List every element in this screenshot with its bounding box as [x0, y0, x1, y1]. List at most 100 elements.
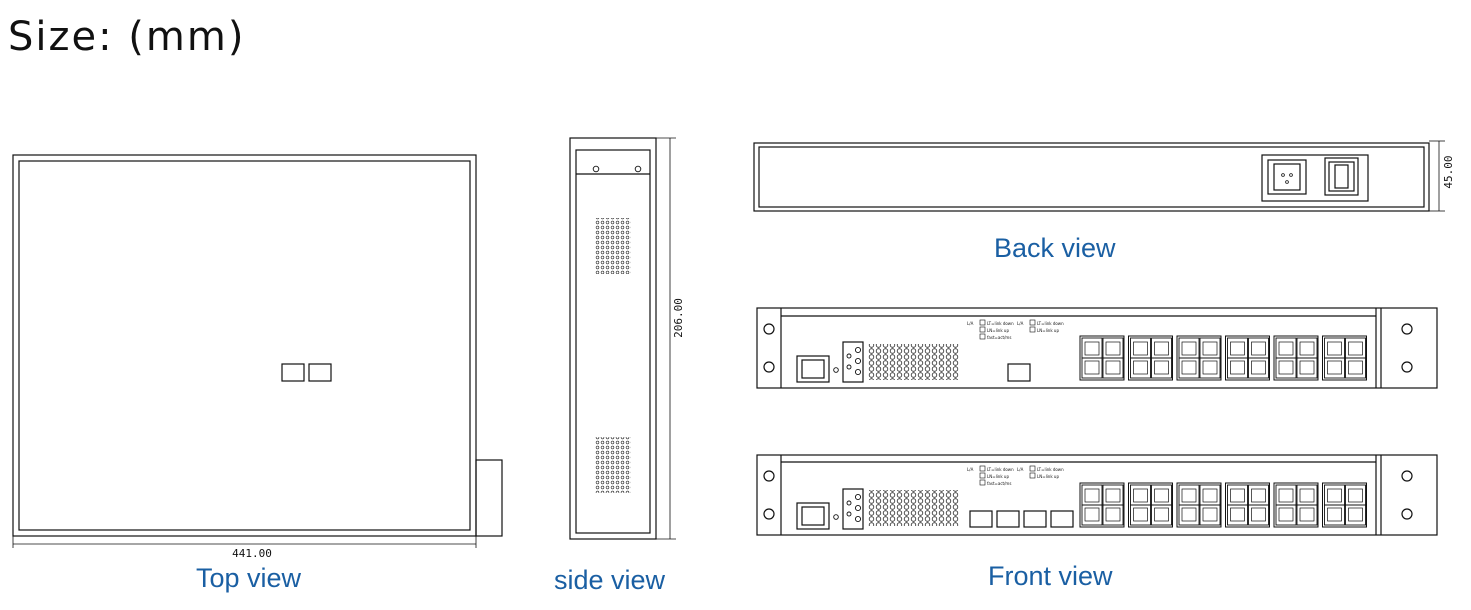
rj45-port-socket	[1278, 341, 1294, 356]
rj45-port-group	[1176, 335, 1222, 381]
front-view-caption: Front view	[988, 561, 1113, 591]
rj45-port-socket	[1133, 360, 1148, 375]
rj45-port	[1296, 504, 1318, 526]
rj45-port	[1248, 357, 1269, 379]
front-view-lower-drawing	[756, 454, 1438, 536]
rj45-port	[1102, 504, 1124, 526]
rj45-port-socket	[1084, 507, 1100, 522]
rj45-port-socket	[1154, 507, 1169, 522]
rj45-port-socket	[1105, 507, 1121, 522]
rj45-port-group	[1273, 482, 1319, 528]
rj45-port-socket	[1299, 507, 1315, 522]
rj45-port	[1275, 504, 1297, 526]
side-view-caption: side view	[554, 565, 666, 595]
rj45-port-socket	[1133, 341, 1148, 356]
rj45-port-socket	[1105, 488, 1121, 503]
rj45-port-group	[1273, 335, 1319, 381]
rj45-port	[1130, 504, 1151, 526]
rj45-port-socket	[1251, 341, 1266, 356]
rj45-port	[1130, 357, 1151, 379]
rj45-port-socket	[1105, 360, 1121, 375]
rj45-port	[1324, 504, 1345, 526]
rj45-port-group	[1322, 482, 1367, 528]
front-lower-led-legend: L/A LT=link down LN=link up fast=act/ms …	[967, 465, 1064, 486]
rj45-port-socket	[1251, 488, 1266, 503]
svg-text:LT=link down: LT=link down	[987, 467, 1014, 472]
rj45-port	[1275, 357, 1297, 379]
rj45-port-socket	[1202, 507, 1218, 522]
front-upper-led-legend: L/A LT=link down LN=link up fast=act/ms …	[967, 319, 1064, 340]
rj45-port-socket	[1181, 360, 1197, 375]
rj45-port-socket	[1348, 360, 1363, 375]
rj45-port-socket	[1327, 360, 1342, 375]
rj45-port-socket	[1202, 488, 1218, 503]
side-vent-upper	[595, 218, 631, 274]
rj45-port-socket	[1181, 341, 1197, 356]
rj45-port-group	[1128, 482, 1173, 528]
svg-text:LN=link up: LN=link up	[1037, 474, 1059, 479]
side-depth-dimension: 206.00	[672, 298, 685, 338]
rj45-port-socket	[1202, 360, 1218, 375]
rj45-port	[1102, 357, 1124, 379]
svg-text:LN=link up: LN=link up	[987, 328, 1009, 333]
svg-text:LT=link down: LT=link down	[1037, 467, 1064, 472]
rj45-port-socket	[1278, 507, 1294, 522]
rj45-port-socket	[1133, 507, 1148, 522]
top-view-caption: Top view	[196, 563, 302, 593]
rj45-port-socket	[1299, 488, 1315, 503]
rj45-port-socket	[1278, 488, 1294, 503]
svg-text:LT=link down: LT=link down	[987, 321, 1014, 326]
rj45-port	[1296, 357, 1318, 379]
rj45-port-group	[1322, 335, 1367, 381]
rj45-port-socket	[1084, 360, 1100, 375]
rj45-port-socket	[1084, 488, 1100, 503]
rj45-port-socket	[1327, 488, 1342, 503]
rj45-port	[1151, 504, 1172, 526]
rj45-port	[1199, 504, 1221, 526]
rj45-port-socket	[1299, 360, 1315, 375]
rj45-port	[1345, 504, 1366, 526]
back-view-drawing	[753, 140, 1445, 212]
rj45-port-socket	[1154, 360, 1169, 375]
rj45-port-socket	[1230, 360, 1245, 375]
svg-text:L/A: L/A	[1017, 321, 1024, 326]
rj45-port-group	[1079, 335, 1125, 381]
rj45-port-socket	[1278, 360, 1294, 375]
svg-text:LN=link up: LN=link up	[1037, 328, 1059, 333]
rj45-port-socket	[1327, 341, 1342, 356]
page-title: Size: (mm)	[8, 14, 246, 60]
rj45-port	[1227, 357, 1248, 379]
rj45-port-socket	[1251, 507, 1266, 522]
rj45-port	[1178, 504, 1200, 526]
rj45-port-socket	[1230, 341, 1245, 356]
front-upper-vent-holes	[868, 344, 959, 380]
rj45-port-group	[1225, 482, 1270, 528]
rj45-port	[1081, 357, 1103, 379]
rj45-port-socket	[1230, 507, 1245, 522]
rj45-port-socket	[1299, 341, 1315, 356]
rj45-port	[1248, 504, 1269, 526]
rj45-port-group	[1079, 482, 1125, 528]
rj45-port-socket	[1181, 488, 1197, 503]
rj45-port-socket	[1181, 507, 1197, 522]
back-view-caption: Back view	[994, 233, 1116, 263]
rj45-port-group	[1225, 335, 1270, 381]
rj45-port-socket	[1327, 507, 1342, 522]
top-width-dimension: 441.00	[232, 547, 272, 560]
svg-text:fast=act/ms: fast=act/ms	[987, 335, 1011, 340]
rj45-port	[1178, 357, 1200, 379]
back-height-dimension: 45.00	[1442, 155, 1455, 188]
rj45-port-group	[1128, 335, 1173, 381]
side-view-drawing	[569, 137, 676, 540]
svg-text:LN=link up: LN=link up	[987, 474, 1009, 479]
top-view-drawing	[12, 154, 503, 548]
svg-text:L/A: L/A	[967, 321, 974, 326]
side-vent-lower	[595, 437, 631, 493]
front-upper-rj45-ports	[1079, 335, 1367, 381]
rj45-port-socket	[1348, 507, 1363, 522]
rj45-port-socket	[1202, 341, 1218, 356]
front-lower-vent-holes	[868, 490, 959, 526]
rj45-port	[1199, 357, 1221, 379]
rj45-port-group	[1176, 482, 1222, 528]
